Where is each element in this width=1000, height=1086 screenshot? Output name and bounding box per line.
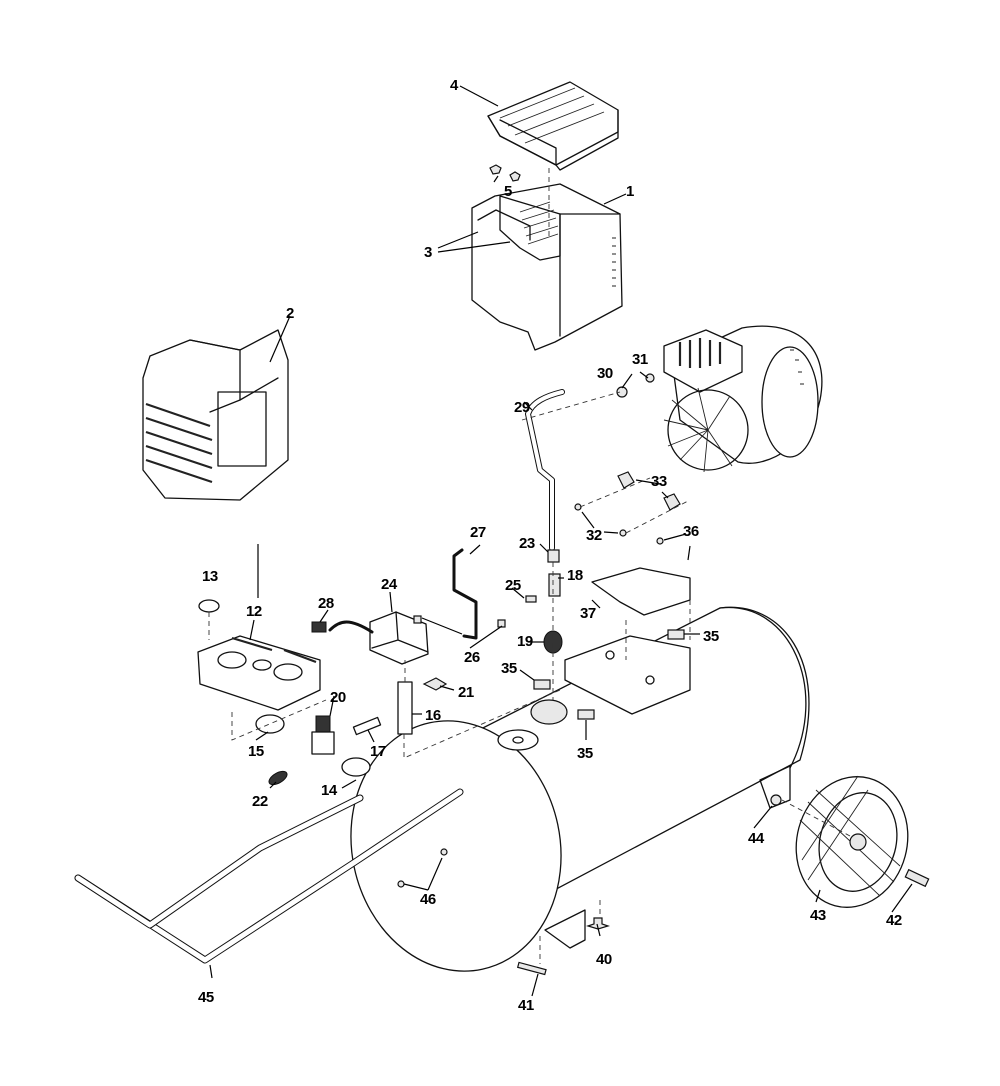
part-26-nut-a bbox=[413, 615, 422, 624]
label-part-46: 46 bbox=[420, 891, 436, 908]
label-part-14: 14 bbox=[321, 782, 338, 799]
assembly-dashed-lines bbox=[208, 168, 851, 964]
part-46-screw-a bbox=[440, 848, 448, 856]
part-43-wheel bbox=[795, 775, 909, 908]
part-21-safety-valve bbox=[422, 677, 448, 691]
label-part-28: 28 bbox=[318, 595, 334, 612]
part-28-power-cord bbox=[311, 620, 374, 634]
tank-port-fittings bbox=[497, 699, 568, 751]
label-part-20: 20 bbox=[330, 689, 346, 706]
label-part-35-left: 35 bbox=[501, 660, 517, 677]
label-part-42: 42 bbox=[886, 912, 902, 929]
part-4-top-cover-tray bbox=[487, 81, 619, 171]
air-tank bbox=[350, 606, 810, 972]
part-29-outlet-tube bbox=[525, 389, 565, 551]
part-40-drain-valve bbox=[586, 917, 610, 930]
label-part-24: 24 bbox=[381, 576, 398, 593]
label-part-35-right: 35 bbox=[703, 628, 719, 645]
callout-leaders bbox=[209, 85, 913, 997]
label-part-16: 16 bbox=[425, 707, 441, 724]
part-5-clips bbox=[489, 164, 521, 182]
part-2-front-shroud bbox=[142, 329, 289, 501]
label-part-45: 45 bbox=[198, 989, 214, 1006]
part-37-gasket-plate bbox=[591, 567, 691, 616]
label-part-4: 4 bbox=[450, 77, 459, 94]
part-22-coupler bbox=[268, 770, 288, 786]
label-part-25: 25 bbox=[505, 577, 521, 594]
pump-motor-assembly bbox=[663, 325, 823, 473]
label-part-35-bottom: 35 bbox=[577, 745, 593, 762]
label-part-13: 13 bbox=[202, 568, 218, 585]
label-part-41: 41 bbox=[518, 997, 534, 1014]
part-16-tee bbox=[397, 681, 413, 735]
label-part-23: 23 bbox=[519, 535, 535, 552]
label-part-18: 18 bbox=[567, 567, 583, 584]
part-20-regulator bbox=[311, 715, 335, 755]
part-45-handle bbox=[74, 788, 464, 964]
label-part-43: 43 bbox=[810, 907, 826, 924]
label-part-1: 1 bbox=[626, 183, 634, 200]
label-part-5: 5 bbox=[504, 183, 512, 200]
pump-mounting-bracket bbox=[564, 635, 691, 715]
label-part-33: 33 bbox=[651, 473, 667, 490]
label-part-26: 26 bbox=[464, 649, 480, 666]
part-33-isolator-a bbox=[617, 471, 635, 489]
label-part-31: 31 bbox=[632, 351, 648, 368]
label-part-29: 29 bbox=[514, 399, 530, 416]
label-part-44: 44 bbox=[748, 830, 765, 847]
part-46-screw-b bbox=[397, 880, 405, 888]
part-15-gauge bbox=[255, 714, 285, 734]
part-44-nut bbox=[770, 794, 782, 806]
label-part-30: 30 bbox=[597, 365, 613, 382]
label-part-22: 22 bbox=[252, 793, 268, 810]
part-42-axle-bolt bbox=[904, 868, 930, 888]
part-13-ring bbox=[198, 599, 220, 613]
label-part-36: 36 bbox=[683, 523, 699, 540]
label-part-19: 19 bbox=[517, 633, 533, 650]
label-part-37: 37 bbox=[580, 605, 596, 622]
cooling-fan bbox=[663, 387, 749, 473]
part-23-nut bbox=[547, 549, 560, 563]
part-36-screw bbox=[656, 537, 664, 545]
label-part-32: 32 bbox=[586, 527, 602, 544]
label-part-15: 15 bbox=[248, 743, 264, 760]
callout-labels: 4 1 3 5 2 29 30 31 33 32 36 37 23 18 25 … bbox=[198, 77, 902, 1014]
part-14-gauge bbox=[341, 757, 371, 777]
part-1-shroud bbox=[471, 183, 623, 351]
part-27-unloader-tube bbox=[452, 548, 478, 640]
part-24-pressure-switch bbox=[369, 611, 429, 665]
label-part-21: 21 bbox=[458, 684, 474, 701]
label-part-3: 3 bbox=[424, 244, 432, 261]
part-41-rubber-foot bbox=[516, 961, 547, 976]
label-part-2: 2 bbox=[286, 305, 294, 322]
label-part-17: 17 bbox=[370, 743, 386, 760]
label-part-12: 12 bbox=[246, 603, 262, 620]
part-18-check-valve bbox=[548, 573, 561, 597]
part-12-console bbox=[197, 635, 321, 711]
label-part-27: 27 bbox=[470, 524, 486, 541]
part-25-fitting bbox=[525, 595, 537, 603]
part-31-fitting bbox=[645, 373, 655, 383]
part-17-nipple bbox=[352, 716, 382, 736]
part-32-screw-b bbox=[619, 529, 627, 537]
label-part-40: 40 bbox=[596, 951, 612, 968]
